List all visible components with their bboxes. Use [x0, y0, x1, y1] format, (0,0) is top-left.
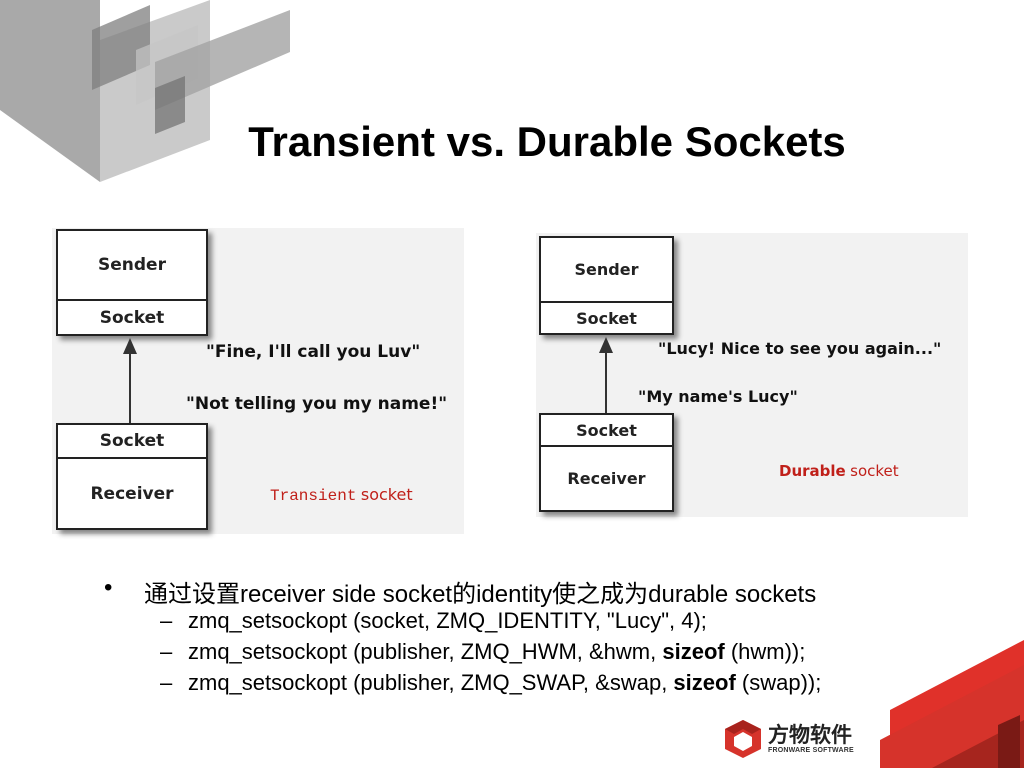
sender-socket-label: Socket — [576, 308, 637, 328]
sub-bullet-2-bold: sizeof — [662, 639, 725, 664]
box-divider — [58, 457, 206, 459]
receiver-box: Socket Receiver — [56, 423, 208, 530]
logo-english-name: FRONWARE SOFTWARE — [768, 747, 854, 754]
sender-label: Sender — [574, 260, 639, 279]
caption-word-transient: Transient — [270, 487, 357, 505]
dash-marker: – — [160, 639, 173, 664]
box-divider — [58, 299, 206, 301]
bullet-marker: • — [104, 574, 113, 601]
caption-word-socket: socket — [850, 462, 899, 480]
sender-label: Sender — [98, 255, 166, 275]
box-divider — [541, 301, 672, 303]
quote-bottom: "My name's Lucy" — [638, 387, 798, 406]
sender-socket-label: Socket — [99, 307, 165, 328]
transient-caption: Transient socket — [270, 485, 413, 505]
bullet-main-text: 通过设置receiver side socket的identity使之成为dur… — [144, 581, 817, 608]
durable-diagram: Sender Socket Socket Receiver "Lucy! Nic… — [536, 233, 968, 517]
receiver-box: Socket Receiver — [539, 413, 674, 512]
sub-bullet-3-bold: sizeof — [673, 670, 736, 695]
transient-diagram: Sender Socket Socket Receiver "Fine, I'l… — [52, 228, 464, 534]
sub-bullet-3-pre: zmq_setsockopt (publisher, ZMQ_SWAP, &sw… — [188, 670, 674, 695]
dash-marker: – — [160, 670, 173, 695]
upward-arrow — [599, 337, 613, 415]
receiver-label: Receiver — [90, 483, 174, 504]
sub-bullet-2-post: (hwm)); — [724, 639, 806, 664]
quote-top: "Lucy! Nice to see you again..." — [658, 339, 942, 358]
receiver-label: Receiver — [567, 469, 646, 488]
sub-bullet-1-text: zmq_setsockopt (socket, ZMQ_IDENTITY, "L… — [188, 608, 707, 633]
box-divider — [541, 445, 672, 447]
quote-top: "Fine, I'll call you Luv" — [206, 342, 421, 362]
upward-arrow — [123, 338, 137, 424]
logo-cube-icon — [725, 720, 761, 758]
caption-word-socket: socket — [360, 485, 413, 504]
logo-chinese-name: 方物软件 — [768, 723, 852, 747]
receiver-socket-label: Socket — [99, 431, 165, 451]
sub-bullet-2-pre: zmq_setsockopt (publisher, ZMQ_HWM, &hwm… — [188, 639, 663, 664]
sub-bullet-2-text: zmq_setsockopt (publisher, ZMQ_HWM, &hwm… — [188, 639, 805, 665]
quote-bottom: "Not telling you my name!" — [186, 394, 448, 414]
sub-bullet-3-text: zmq_setsockopt (publisher, ZMQ_SWAP, &sw… — [188, 670, 821, 696]
sub-bullet-3-post: (swap)); — [735, 670, 822, 695]
decorative-red-shapes — [880, 640, 1024, 768]
dash-marker: – — [160, 608, 173, 633]
sender-box: Sender Socket — [56, 229, 208, 336]
slide-title: Transient vs. Durable Sockets — [248, 118, 846, 165]
sender-box: Sender Socket — [539, 236, 674, 335]
durable-caption: Durable socket — [779, 462, 899, 481]
company-logo: 方物软件 FRONWARE SOFTWARE — [722, 716, 872, 762]
receiver-socket-label: Socket — [576, 420, 637, 440]
decorative-corner-shapes — [0, 0, 290, 182]
caption-word-durable: Durable — [779, 462, 846, 480]
